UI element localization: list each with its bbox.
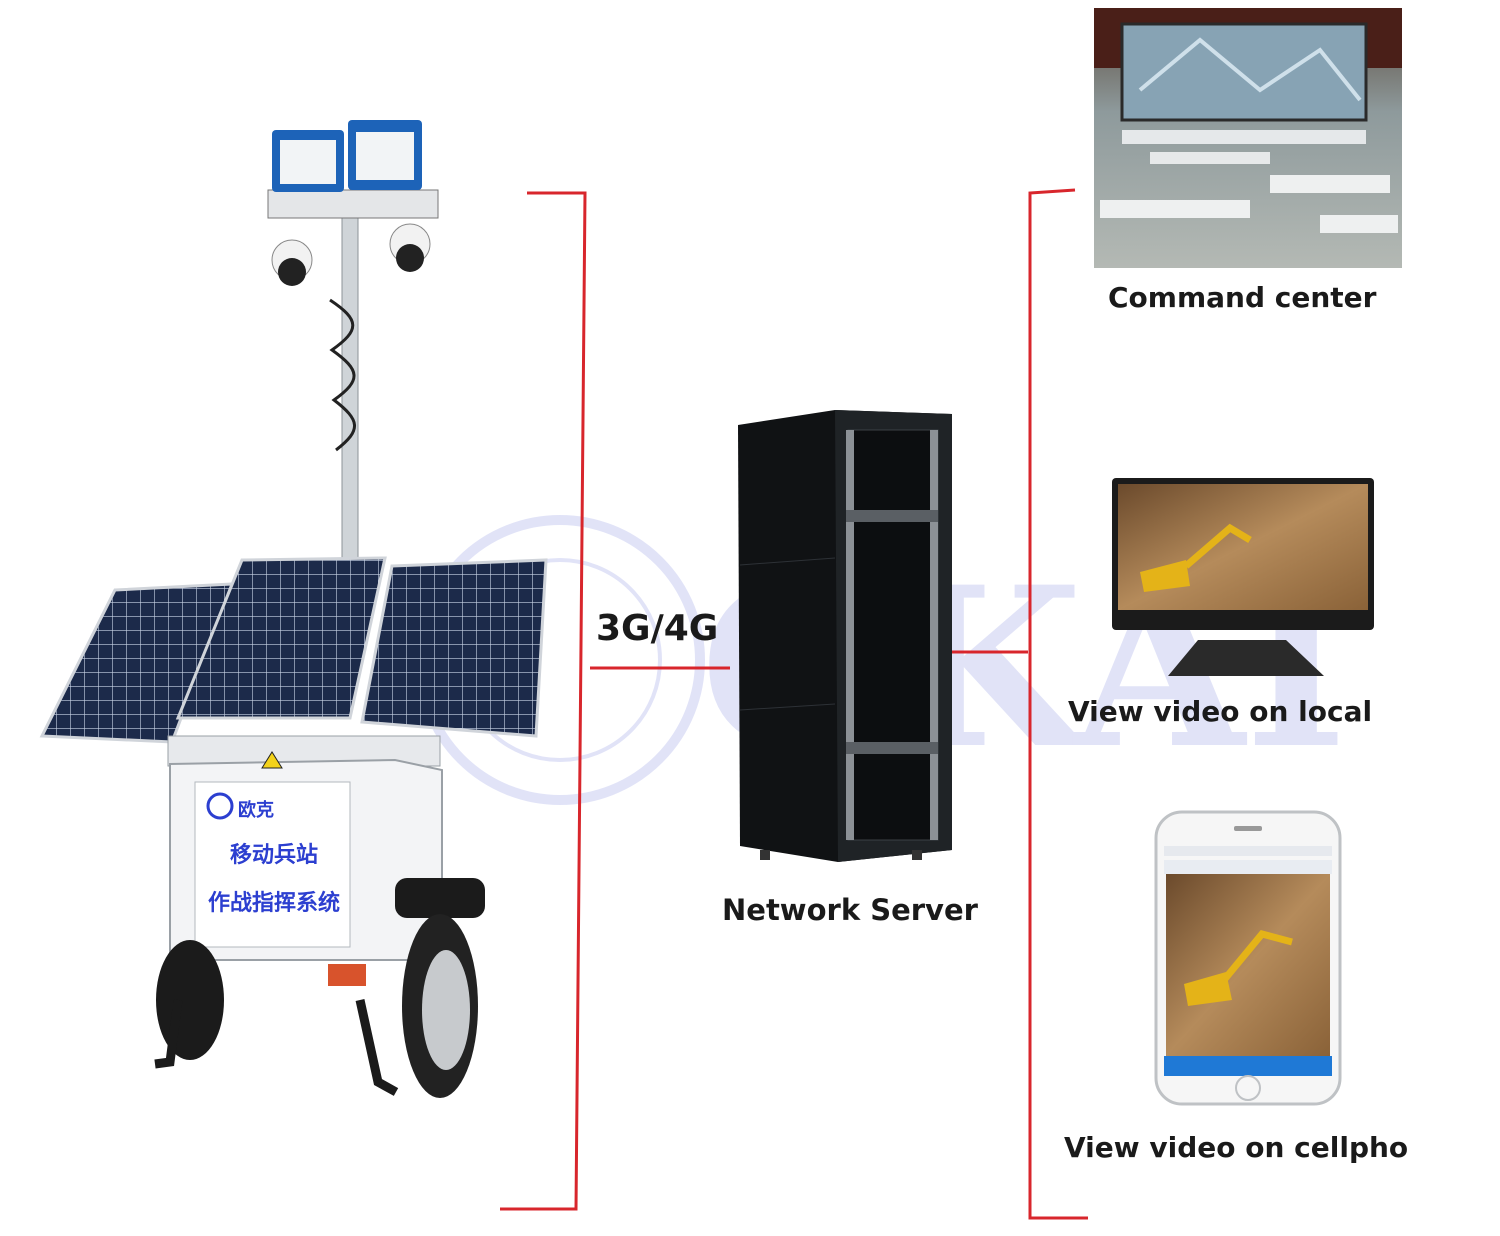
cellphone-image [1154, 810, 1342, 1106]
command-center-label: Command center [1108, 281, 1377, 314]
trailer-line1: 移动兵站 [230, 842, 318, 868]
trailer-line2: 作战指挥系统 [208, 890, 340, 916]
command-center-photo [1094, 8, 1402, 268]
right-bracket [1028, 188, 1088, 1220]
connector-lines [500, 188, 1088, 1220]
left-bracket [500, 191, 587, 1211]
local-monitor-image [1112, 478, 1374, 676]
trailer-brand: 欧克 [238, 799, 274, 821]
server-label: Network Server [722, 893, 979, 927]
cellphone-video-label: View video on cellpho [1064, 1131, 1408, 1164]
server-rack-image [738, 410, 952, 862]
solar-panel-right [360, 558, 548, 738]
link-label: 3G/4G [596, 608, 718, 649]
solar-panel-center [175, 556, 387, 720]
local-video-label: View video on local [1068, 695, 1372, 728]
solar-trailer-image: 欧克 移动兵站 作战指挥系统 [39, 120, 548, 1098]
